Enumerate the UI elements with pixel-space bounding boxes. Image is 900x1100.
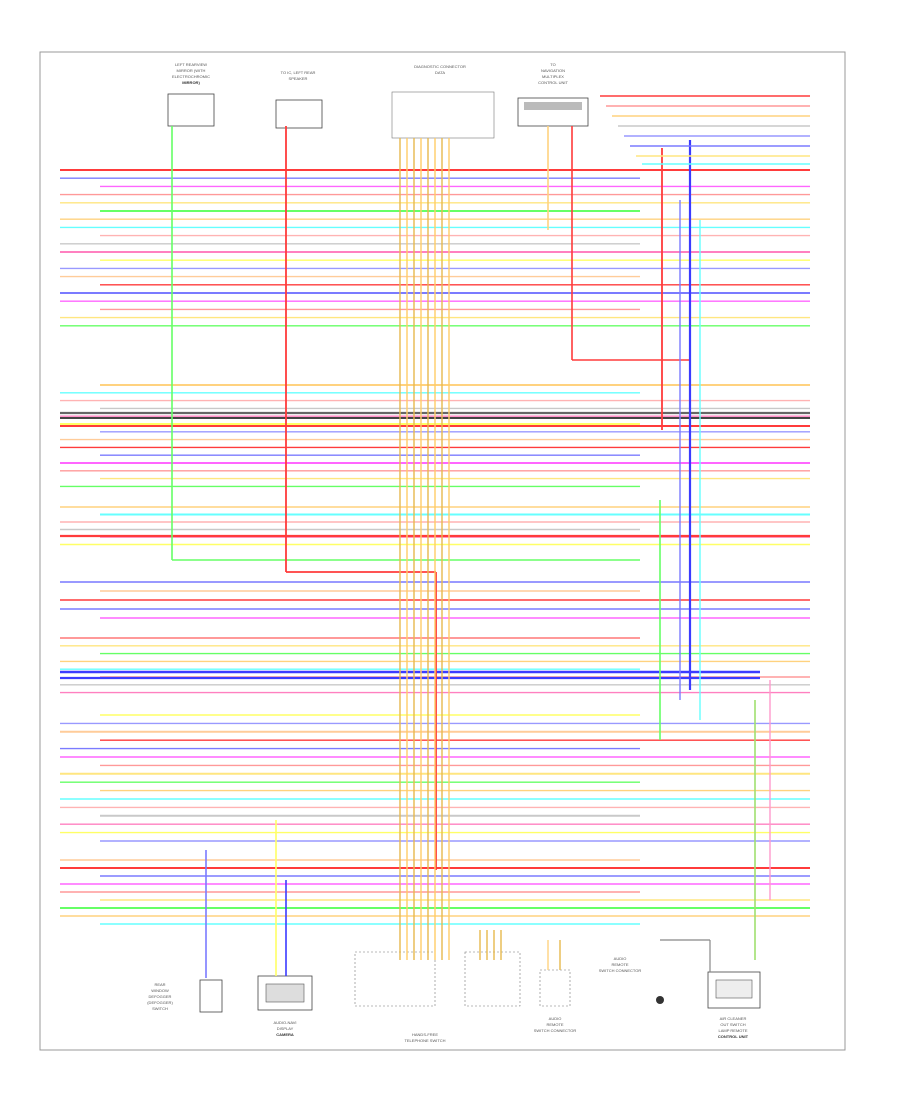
svg-text:AUDIO-NAVI: AUDIO-NAVI (273, 1020, 296, 1025)
svg-text:CAMERA: CAMERA (276, 1032, 294, 1037)
connector-label: LEFT REARVIEW (175, 62, 207, 67)
svg-text:CONTROL UNIT: CONTROL UNIT (718, 1034, 749, 1039)
component-air-cleaner: AIR CLEANER OUT SWITCH LAMP REMOTE CONTR… (707, 971, 761, 1039)
connector-top-left-mirror: LEFT REARVIEW MIRROR (WITH ELECTROCHROMI… (167, 62, 215, 127)
svg-text:ELECTROCHROMIC: ELECTROCHROMIC (172, 74, 210, 79)
svg-text:HANDS-FREE: HANDS-FREE (412, 1032, 438, 1037)
svg-text:DISPLAY: DISPLAY (277, 1026, 294, 1031)
svg-text:DIAGNOSTIC CONNECTOR: DIAGNOSTIC CONNECTOR (414, 64, 466, 69)
svg-text:CONTROL UNIT: CONTROL UNIT (538, 80, 568, 85)
svg-text:WINDOW: WINDOW (151, 988, 169, 993)
svg-text:TO: TO (550, 62, 555, 67)
svg-text:REMOTE: REMOTE (611, 962, 628, 967)
svg-text:SWITCH CONNECTOR: SWITCH CONNECTOR (534, 1028, 577, 1033)
svg-text:DATA: DATA (435, 70, 445, 75)
svg-text:AIR CLEANER: AIR CLEANER (720, 1016, 747, 1021)
component-handsfree-connector: HANDS-FREE TELEPHONE SWITCH (354, 951, 521, 1043)
svg-text:DEFOGGER: DEFOGGER (149, 994, 172, 999)
svg-text:SPEAKER: SPEAKER (289, 76, 308, 81)
svg-text:TO IC, LEFT REAR: TO IC, LEFT REAR (281, 70, 316, 75)
svg-text:MULTIPLEX: MULTIPLEX (542, 74, 564, 79)
svg-text:AUDIO: AUDIO (549, 1016, 562, 1021)
connector-top-ic-speaker: TO IC, LEFT REAR SPEAKER (275, 70, 323, 129)
svg-text:OUT SWITCH: OUT SWITCH (720, 1022, 745, 1027)
svg-text:NAVIGATION: NAVIGATION (541, 68, 565, 73)
component-audio-remote-1: AUDIO REMOTE SWITCH CONNECTOR (534, 969, 577, 1033)
component-defogger-switch: REAR WINDOW DEFOGGER (DEFOGGER) SWITCH (147, 979, 223, 1013)
svg-text:SWITCH CONNECTOR: SWITCH CONNECTOR (599, 968, 642, 973)
connector-top-navigation: TO NAVIGATION MULTIPLEX CONTROL UNIT (517, 62, 589, 127)
component-audio-remote-2: AUDIO REMOTE SWITCH CONNECTOR (599, 956, 664, 1004)
wire-harness (60, 95, 810, 978)
svg-text:REAR: REAR (154, 982, 165, 987)
diagram-border (39, 51, 846, 1051)
component-display-camera: AUDIO-NAVI DISPLAY CAMERA (257, 975, 313, 1037)
svg-text:SWITCH: SWITCH (152, 1006, 168, 1011)
svg-text:REMOTE: REMOTE (546, 1022, 563, 1027)
svg-text:(DEFOGGER): (DEFOGGER) (147, 1000, 173, 1005)
connector-top-diagnostic: DIAGNOSTIC CONNECTOR DATA (391, 64, 495, 139)
svg-text:AUDIO: AUDIO (614, 956, 627, 961)
svg-text:TELEPHONE SWITCH: TELEPHONE SWITCH (404, 1038, 445, 1043)
svg-text:LAMP REMOTE: LAMP REMOTE (718, 1028, 747, 1033)
svg-text:MIRROR): MIRROR) (182, 80, 200, 85)
svg-text:MIRROR (WITH: MIRROR (WITH (177, 68, 206, 73)
